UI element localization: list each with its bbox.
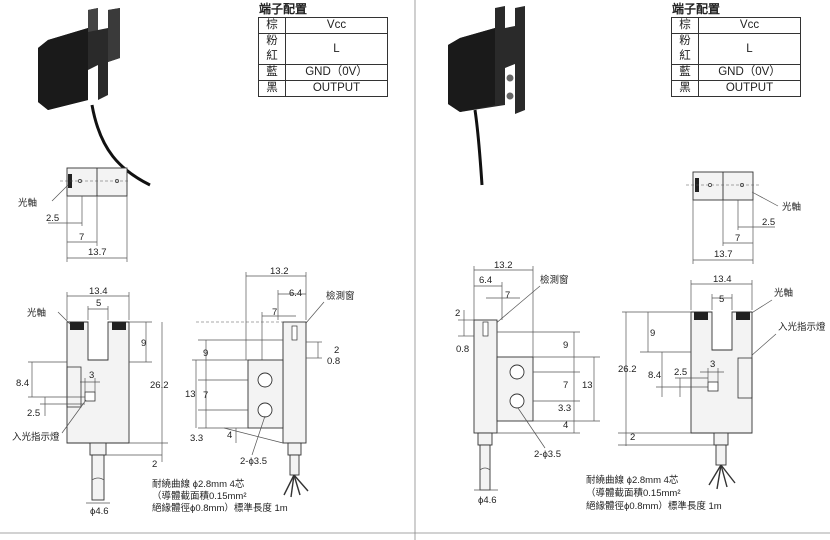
left-side-dim-4: 4 — [227, 430, 232, 441]
right-top-dim-13-7: 13.7 — [714, 249, 733, 260]
right-front-dim-3: 3 — [710, 359, 715, 370]
left-side-dim-2: 2 — [334, 345, 339, 356]
right-side-view: 13.2 6.4 檢測窗 7 2 0.8 9 7 13 3.3 — [455, 260, 600, 506]
right-side-dim-9: 9 — [563, 340, 568, 351]
right-front-dim-5: 5 — [719, 294, 724, 305]
left-front-dim-5: 5 — [96, 298, 101, 309]
left-side-dim-13: 13 — [185, 389, 196, 400]
right-front-view: 13.4 5 光軸 入光指示燈 9 26.2 3 8.4 2.5 2 — [618, 274, 826, 490]
right-side-window-label: 檢測窗 — [540, 274, 569, 286]
left-side-dim-7: 7 — [272, 307, 277, 318]
right-top-dim-7: 7 — [735, 233, 740, 244]
left-front-dim-3: 3 — [89, 370, 94, 381]
left-front-dim-13-4: 13.4 — [89, 286, 108, 297]
right-top-view: 光軸 2.5 7 13.7 — [686, 171, 801, 264]
left-side-hole-label: 2-ϕ3.5 — [240, 456, 267, 467]
left-side-dim-13-2: 13.2 — [270, 266, 289, 277]
left-front-dim-phi-4-6: ϕ4.6 — [90, 506, 109, 517]
left-side-dim-6-4: 6.4 — [289, 288, 302, 299]
left-front-dim-26-2: 26.2 — [150, 380, 169, 391]
right-side-dim-6-4: 6.4 — [479, 275, 492, 286]
right-side-dim-0-8: 0.8 — [456, 344, 469, 355]
left-top-dim-7: 7 — [79, 232, 84, 243]
left-front-dim-9: 9 — [141, 338, 146, 349]
product-photo-right — [448, 6, 525, 186]
left-cable-spec: 耐繞曲線 ϕ2.8mm 4芯 （導體截面積0.15mm² 絕緣體徑ϕ0.8mm）… — [152, 479, 288, 514]
left-top-dim-13-7: 13.7 — [88, 247, 107, 258]
left-front-dim-8-4: 8.4 — [16, 378, 29, 389]
left-top-dim-2-5: 2.5 — [46, 213, 59, 224]
right-side-dim-13-2: 13.2 — [494, 260, 513, 271]
right-top-optical-axis-label: 光軸 — [782, 201, 801, 213]
left-side-view: 13.2 6.4 檢測窗 7 2 0.8 9 13 7 — [185, 266, 355, 498]
right-side-dim-3-3: 3.3 — [558, 403, 571, 414]
right-front-dim-9: 9 — [650, 328, 655, 339]
right-front-optical-axis-label: 光軸 — [774, 287, 793, 299]
right-front-dim-26-2: 26.2 — [618, 364, 637, 375]
left-side-window-label: 檢測窗 — [326, 290, 355, 302]
right-front-indicator-label: 入光指示燈 — [778, 321, 826, 333]
right-side-dim-13: 13 — [582, 380, 593, 391]
right-side-dim-7b: 7 — [563, 380, 568, 391]
wiring-title-left: 端子配置 — [259, 2, 308, 16]
wiring-title-right: 端子配置 — [672, 2, 721, 16]
left-front-view: 13.4 5 光軸 9 26.2 8.4 3 — [12, 286, 169, 517]
right-front-dim-2: 2 — [630, 432, 635, 443]
right-front-dim-2-5: 2.5 — [674, 367, 687, 378]
left-side-dim-3-3: 3.3 — [190, 433, 203, 444]
product-photo-left — [38, 8, 151, 187]
left-side-dim-7b: 7 — [203, 390, 208, 401]
right-side-dim-phi-4-6: ϕ4.6 — [478, 495, 497, 506]
left-top-view: 光軸 2.5 7 13.7 — [18, 167, 130, 262]
right-front-dim-8-4: 8.4 — [648, 370, 661, 381]
right-side-hole-label: 2-ϕ3.5 — [534, 449, 561, 460]
left-side-dim-0-8: 0.8 — [327, 356, 340, 367]
right-side-dim-7: 7 — [505, 290, 510, 301]
right-top-dim-2-5: 2.5 — [762, 217, 775, 228]
right-cable-spec: 耐繞曲線 ϕ2.8mm 4芯 （導體截面積0.15mm² 絕緣體徑ϕ0.8mm）… — [586, 475, 722, 512]
left-front-dim-2: 2 — [152, 459, 157, 470]
right-side-dim-2: 2 — [455, 308, 460, 319]
right-front-dim-13-4: 13.4 — [713, 274, 732, 285]
right-side-dim-4: 4 — [563, 420, 568, 431]
left-front-optical-axis-label: 光軸 — [27, 307, 46, 319]
left-front-dim-2-5: 2.5 — [27, 408, 40, 419]
left-side-dim-9: 9 — [203, 348, 208, 359]
left-top-optical-axis-label: 光軸 — [18, 197, 37, 209]
left-front-indicator-label: 入光指示燈 — [12, 431, 60, 443]
